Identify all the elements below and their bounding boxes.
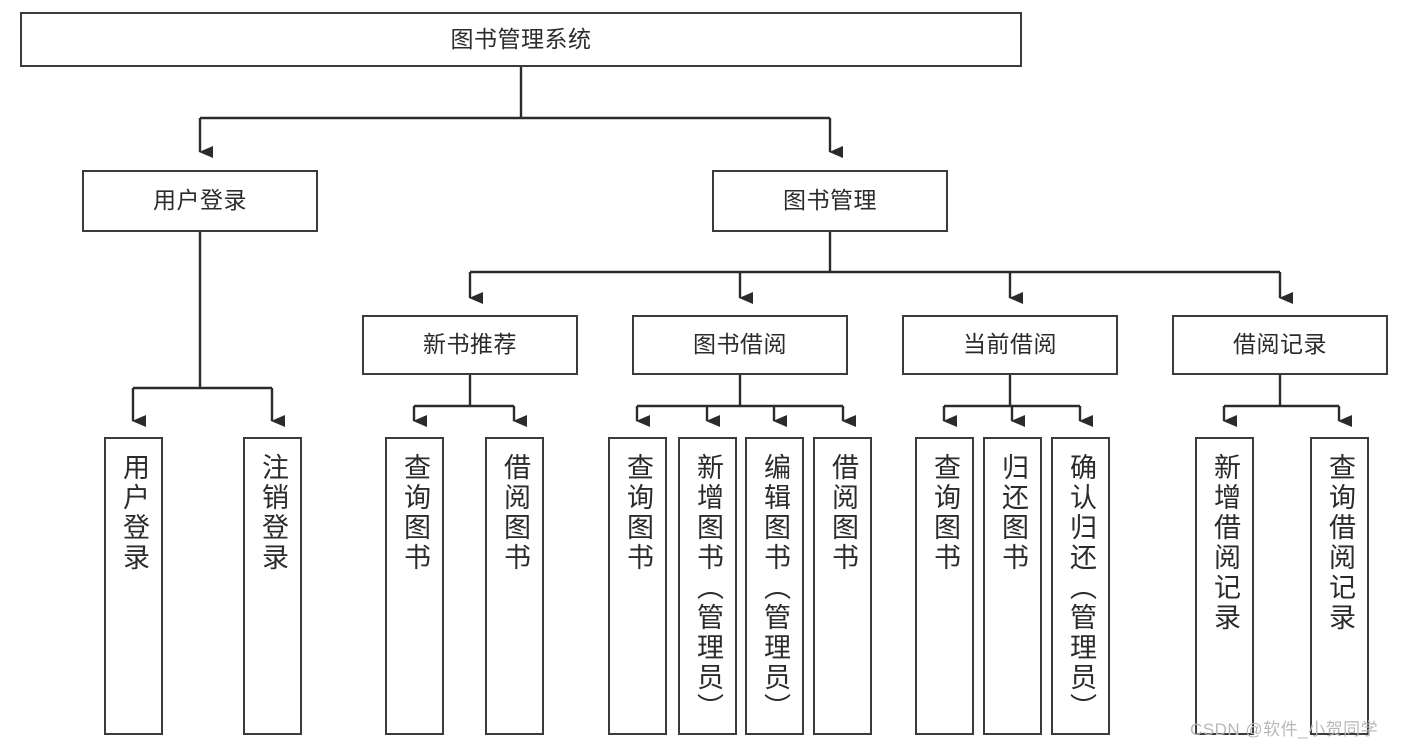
- leaf-current-query-book-label: 查询图书: [930, 453, 960, 573]
- leaf-current-return-book[interactable]: 归还图书: [983, 437, 1042, 735]
- leaf-borrow-query-book[interactable]: 查询图书: [608, 437, 667, 735]
- leaf-new-book-query-label: 查询图书: [400, 453, 430, 573]
- leaf-new-book-query[interactable]: 查询图书: [385, 437, 444, 735]
- leaf-user-login-login-label: 用户登录: [119, 453, 149, 573]
- leaf-borrow-edit-book[interactable]: 编辑图书（管理员）: [745, 437, 804, 735]
- leaf-borrow-borrow-book-label: 借阅图书: [828, 453, 858, 573]
- leaf-borrow-borrow-book[interactable]: 借阅图书: [813, 437, 872, 735]
- leaf-borrow-query-book-label: 查询图书: [623, 453, 653, 573]
- leaf-current-query-book[interactable]: 查询图书: [915, 437, 974, 735]
- leaf-records-add-record-label: 新增借阅记录: [1210, 453, 1240, 633]
- leaf-records-query-record[interactable]: 查询借阅记录: [1310, 437, 1369, 735]
- node-new-book-recommend[interactable]: 新书推荐: [362, 315, 578, 375]
- node-user-login-label: 用户登录: [153, 187, 247, 214]
- csdn-watermark: CSDN @软件_小贺同学: [1190, 720, 1379, 739]
- leaf-current-confirm-return-label: 确认归还（管理员）: [1066, 453, 1096, 723]
- leaf-current-return-book-label: 归还图书: [998, 453, 1028, 573]
- leaf-records-add-record[interactable]: 新增借阅记录: [1195, 437, 1254, 735]
- leaf-user-login-logout[interactable]: 注销登录: [243, 437, 302, 735]
- leaf-borrow-add-book[interactable]: 新增图书（管理员）: [678, 437, 737, 735]
- node-user-login[interactable]: 用户登录: [82, 170, 318, 232]
- node-root[interactable]: 图书管理系统: [20, 12, 1022, 67]
- node-current-borrow[interactable]: 当前借阅: [902, 315, 1118, 375]
- node-book-borrow-label: 图书借阅: [693, 331, 787, 358]
- node-root-label: 图书管理系统: [450, 25, 592, 52]
- leaf-borrow-edit-book-label: 编辑图书（管理员）: [760, 453, 790, 723]
- node-borrow-records[interactable]: 借阅记录: [1172, 315, 1388, 375]
- node-new-book-recommend-label: 新书推荐: [423, 331, 517, 358]
- leaf-current-confirm-return[interactable]: 确认归还（管理员）: [1051, 437, 1110, 735]
- leaf-new-book-borrow-label: 借阅图书: [500, 453, 530, 573]
- node-book-management-label: 图书管理: [783, 187, 877, 214]
- leaf-records-query-record-label: 查询借阅记录: [1325, 453, 1355, 633]
- leaf-user-login-login[interactable]: 用户登录: [104, 437, 163, 735]
- leaf-borrow-add-book-label: 新增图书（管理员）: [693, 453, 723, 723]
- node-book-management[interactable]: 图书管理: [712, 170, 948, 232]
- node-book-borrow[interactable]: 图书借阅: [632, 315, 848, 375]
- leaf-new-book-borrow[interactable]: 借阅图书: [485, 437, 544, 735]
- node-current-borrow-label: 当前借阅: [963, 331, 1057, 358]
- leaf-user-login-logout-label: 注销登录: [258, 453, 288, 573]
- node-borrow-records-label: 借阅记录: [1233, 331, 1327, 358]
